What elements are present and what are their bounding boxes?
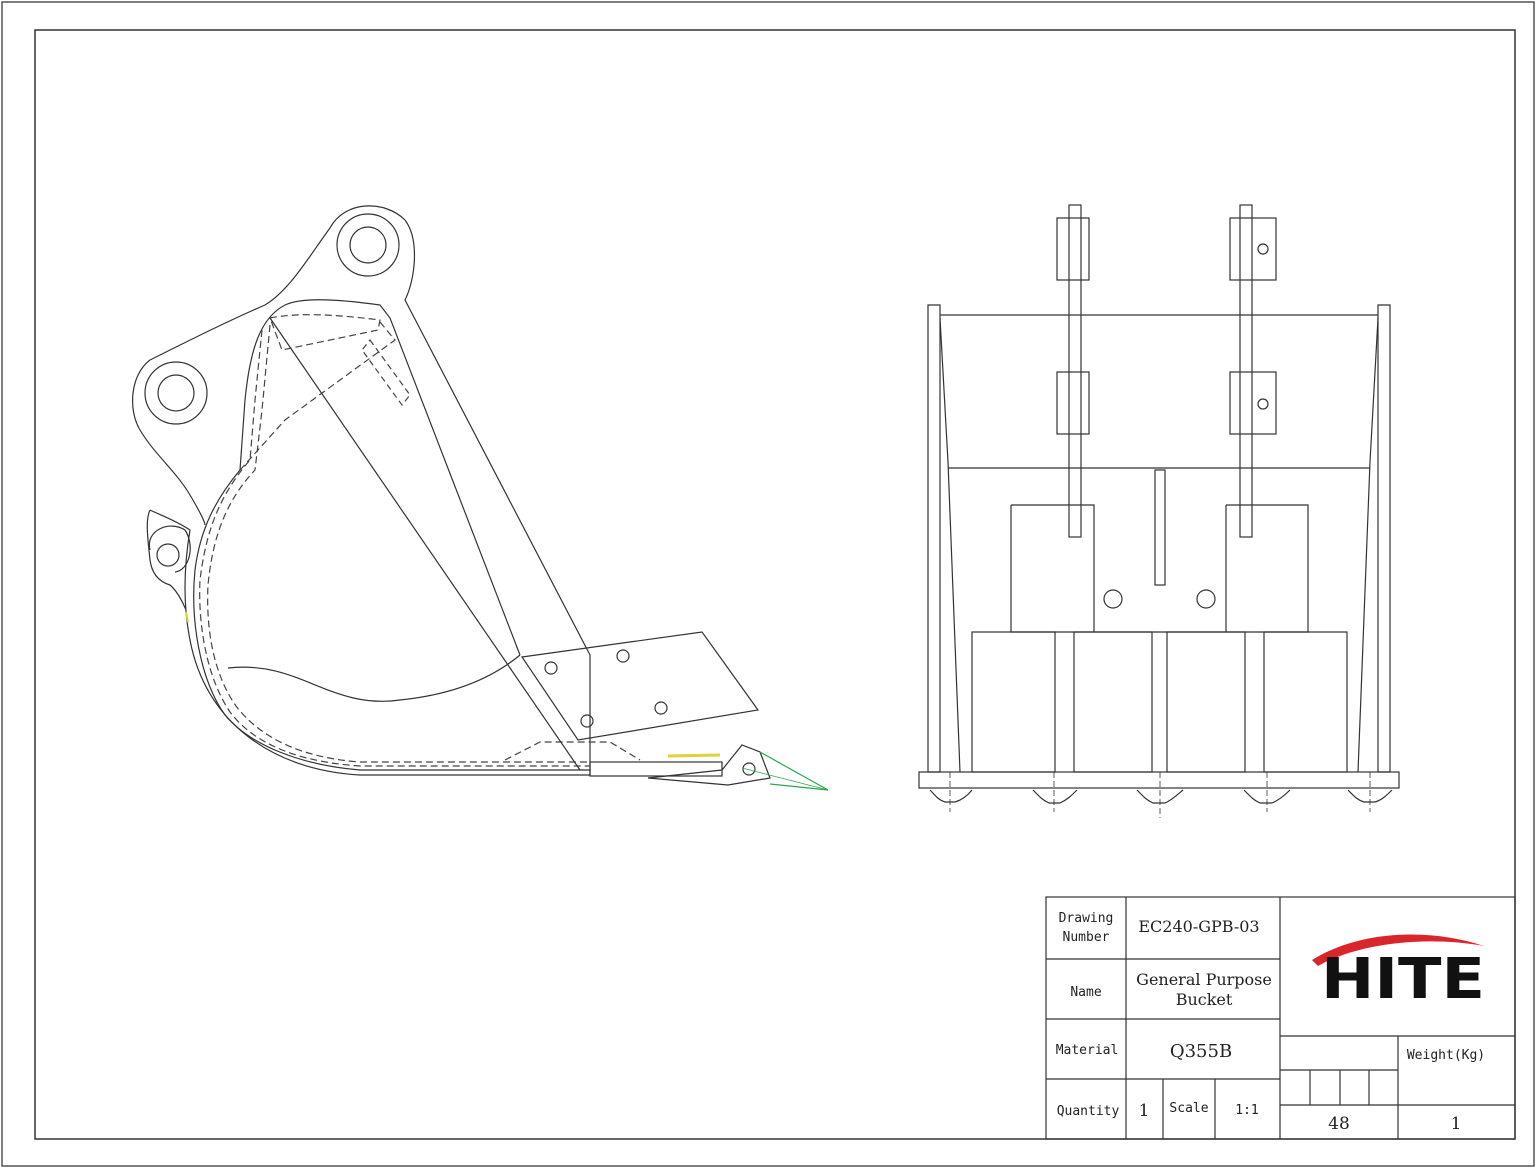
hanger-boss-left-upper	[1056, 217, 1090, 281]
lower-box-2	[1073, 631, 1153, 773]
center-rib	[1154, 469, 1166, 586]
back-plate	[1010, 504, 1309, 633]
hidden-shell-line-1	[269, 314, 381, 351]
hidden-shell-line-2	[199, 329, 590, 767]
front-tooth-5	[1347, 789, 1393, 803]
sheet-count-value: 1	[1451, 1114, 1462, 1134]
tooth-centerline	[741, 767, 829, 791]
drawing-number-label-line1: Drawing	[1059, 911, 1114, 926]
hanger-plate-right	[1239, 204, 1253, 538]
hanger-pin-lower	[1257, 398, 1269, 410]
hanger-plate-left	[1068, 204, 1082, 538]
material-label: Material	[1056, 1043, 1119, 1058]
name-label: Name	[1070, 985, 1101, 1000]
top-pin-boss-outer	[336, 213, 400, 277]
cutter-bolt-3	[580, 714, 594, 728]
left-side-plate	[927, 304, 941, 773]
cutter-bolt-1	[544, 661, 558, 675]
weld-highlight-2	[185, 611, 189, 623]
cutting-edge-lip	[589, 761, 723, 777]
front-cutting-edge	[918, 771, 1400, 789]
cavity-floor-curve	[227, 654, 521, 702]
scale-value: 1:1	[1235, 1103, 1258, 1118]
tooth-pin	[742, 762, 756, 776]
top-pin-boss-inner	[349, 226, 387, 264]
lower-box-4	[1263, 631, 1348, 773]
logo-text: HITE	[1321, 947, 1485, 1012]
front-tooth-2	[1032, 789, 1078, 804]
front-tooth-3	[1136, 789, 1184, 804]
cutter-bolt-2	[616, 649, 630, 663]
drawing-number-value: EC240-GPB-03	[1138, 917, 1259, 936]
weight-value: 48	[1328, 1114, 1350, 1134]
name-value-line1: General Purpose	[1136, 970, 1272, 989]
quantity-label: Quantity	[1057, 1104, 1120, 1119]
front-tooth-4	[1243, 789, 1291, 804]
hidden-brace	[239, 321, 396, 471]
quantity-value: 1	[1139, 1101, 1150, 1121]
title-block: Drawing Number EC240-GPB-03 Name General…	[1045, 896, 1516, 1140]
back-hole-left	[1103, 589, 1123, 609]
lower-pin	[156, 543, 180, 567]
tooth-tip	[759, 751, 829, 791]
drawing-number-label-line2: Number	[1063, 930, 1110, 945]
side-chord-line	[269, 317, 581, 771]
hidden-stiffener	[361, 339, 411, 406]
left-side-taper	[939, 317, 961, 773]
inner-frame	[34, 29, 1516, 1140]
weight-label: Weight(Kg)	[1407, 1048, 1485, 1063]
rear-pin-boss-outer	[144, 361, 208, 425]
name-value-line2: Bucket	[1176, 990, 1233, 1009]
tooth-adapter	[647, 744, 771, 786]
hidden-floor-plate	[504, 741, 641, 761]
side-cutter-plate	[520, 631, 760, 741]
lower-box-1	[971, 631, 1056, 773]
bucket-front-view	[918, 204, 1400, 818]
hanger-boss-right-upper	[1229, 217, 1277, 281]
material-value: Q355B	[1170, 1041, 1232, 1062]
front-tooth-1	[929, 789, 973, 803]
scale-label: Scale	[1169, 1101, 1208, 1116]
lower-box-3	[1166, 631, 1246, 773]
lower-lug	[148, 525, 191, 573]
logo-swoosh	[1312, 934, 1484, 966]
weld-highlight	[667, 753, 721, 758]
back-hole-right	[1196, 589, 1216, 609]
rear-pin-boss-inner	[157, 374, 195, 412]
hanger-boss-right-lower	[1229, 371, 1277, 435]
hanger-boss-left-lower	[1056, 371, 1090, 435]
bucket-side-view	[131, 205, 829, 791]
cutter-bolt-4	[654, 701, 668, 715]
side-view-outer-outline	[146, 205, 591, 776]
right-side-taper	[1357, 317, 1379, 773]
inner-shell	[193, 299, 590, 771]
hidden-shell-line-3	[207, 324, 590, 763]
rear-lug-outline	[131, 227, 331, 526]
hanger-pin-upper	[1257, 243, 1269, 255]
right-side-plate	[1377, 304, 1391, 773]
hite-logo: HITE	[1312, 934, 1485, 1012]
